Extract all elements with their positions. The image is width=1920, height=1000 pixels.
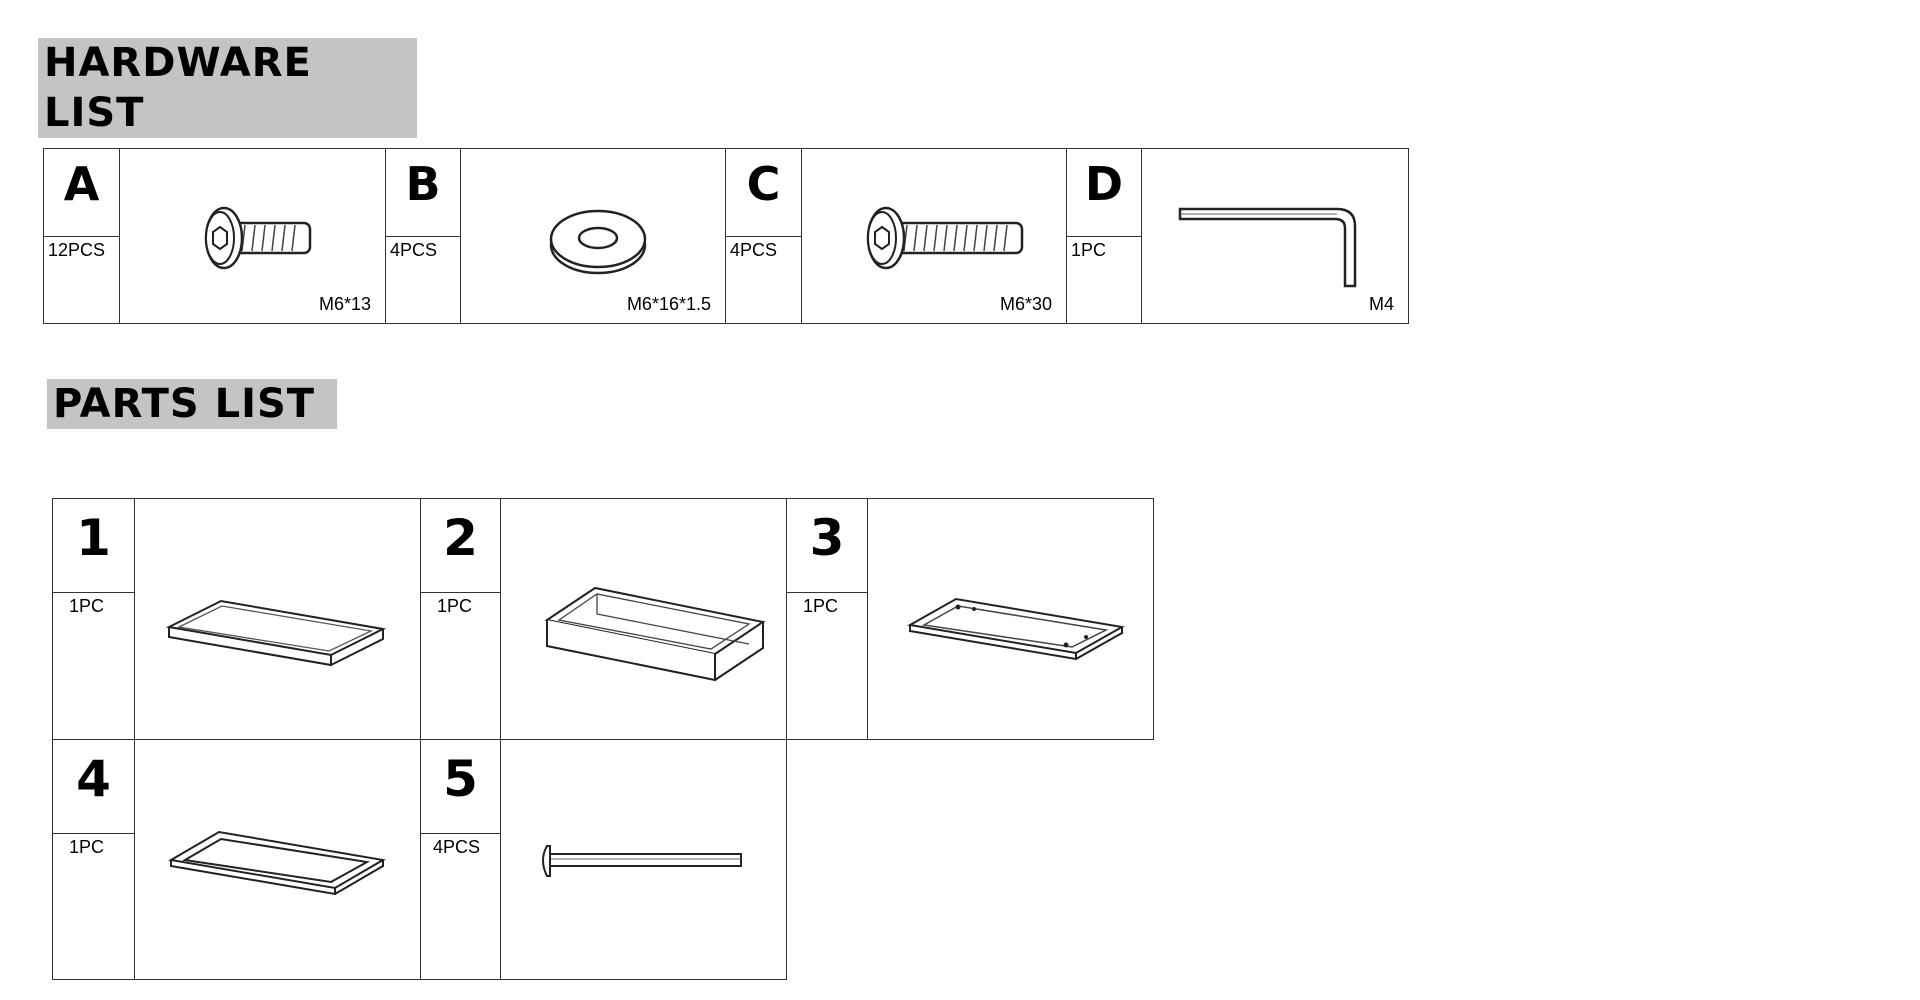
flat-panel-icon — [165, 599, 387, 667]
part-image-cell-2 — [500, 498, 787, 740]
rod-icon — [542, 845, 742, 877]
allen-key-icon — [1178, 207, 1357, 288]
hardware-spec: M6*16*1.5 — [626, 294, 711, 314]
frame-with-holes-icon — [907, 597, 1125, 661]
part-label-cell-5: 5 4PCS — [420, 739, 501, 980]
parts-list-title: PARTS LIST — [47, 379, 337, 429]
part-label-cell-4: 4 1PC — [52, 739, 135, 980]
hardware-letter: B — [405, 157, 441, 211]
hardware-label-cell-b: B 4PCS — [385, 148, 461, 324]
open-frame-icon — [168, 830, 386, 896]
washer-icon — [549, 209, 647, 275]
hardware-letter: C — [746, 157, 781, 211]
hardware-qty: 12PCS — [48, 240, 106, 260]
hardware-qty: 4PCS — [390, 240, 438, 260]
hardware-qty: 1PC — [1071, 240, 1107, 260]
part-number: 5 — [443, 750, 478, 808]
long-bolt-icon — [866, 206, 1024, 270]
hardware-letter: A — [63, 157, 100, 211]
part-qty: 4PCS — [433, 837, 481, 857]
part-label-cell-2: 2 1PC — [420, 498, 501, 740]
part-number: 3 — [809, 509, 845, 567]
part-qty: 1PC — [803, 596, 839, 616]
hardware-qty: 4PCS — [730, 240, 778, 260]
hardware-spec: M6*30 — [999, 294, 1052, 314]
part-image-cell-1 — [134, 498, 421, 740]
hardware-image-cell-c: M6*30 — [801, 148, 1067, 324]
part-qty: 1PC — [69, 596, 105, 616]
hardware-label-cell-a: A 12PCS — [43, 148, 120, 324]
hardware-image-cell-b: M6*16*1.5 — [460, 148, 726, 324]
part-qty: 1PC — [69, 837, 105, 857]
part-label-cell-3: 3 1PC — [786, 498, 868, 740]
hardware-label-cell-c: C 4PCS — [725, 148, 802, 324]
part-label-cell-1: 1 1PC — [52, 498, 135, 740]
part-image-cell-5 — [500, 739, 787, 980]
hardware-image-cell-d: M4 — [1141, 148, 1409, 324]
part-image-cell-4 — [134, 739, 421, 980]
hardware-image-cell-a: M6*13 — [119, 148, 386, 324]
part-number: 1 — [76, 509, 111, 567]
part-number: 4 — [76, 750, 111, 808]
short-bolt-icon — [204, 206, 312, 270]
box-frame-icon — [544, 586, 766, 682]
hardware-spec: M4 — [1368, 294, 1394, 314]
part-number: 2 — [443, 509, 478, 567]
part-image-cell-3 — [867, 498, 1154, 740]
hardware-label-cell-d: D 1PC — [1066, 148, 1142, 324]
part-qty: 1PC — [437, 596, 473, 616]
hardware-letter: D — [1084, 157, 1124, 211]
hardware-list-title: HARDWARE LIST — [38, 38, 417, 138]
hardware-spec: M6*13 — [318, 294, 371, 314]
